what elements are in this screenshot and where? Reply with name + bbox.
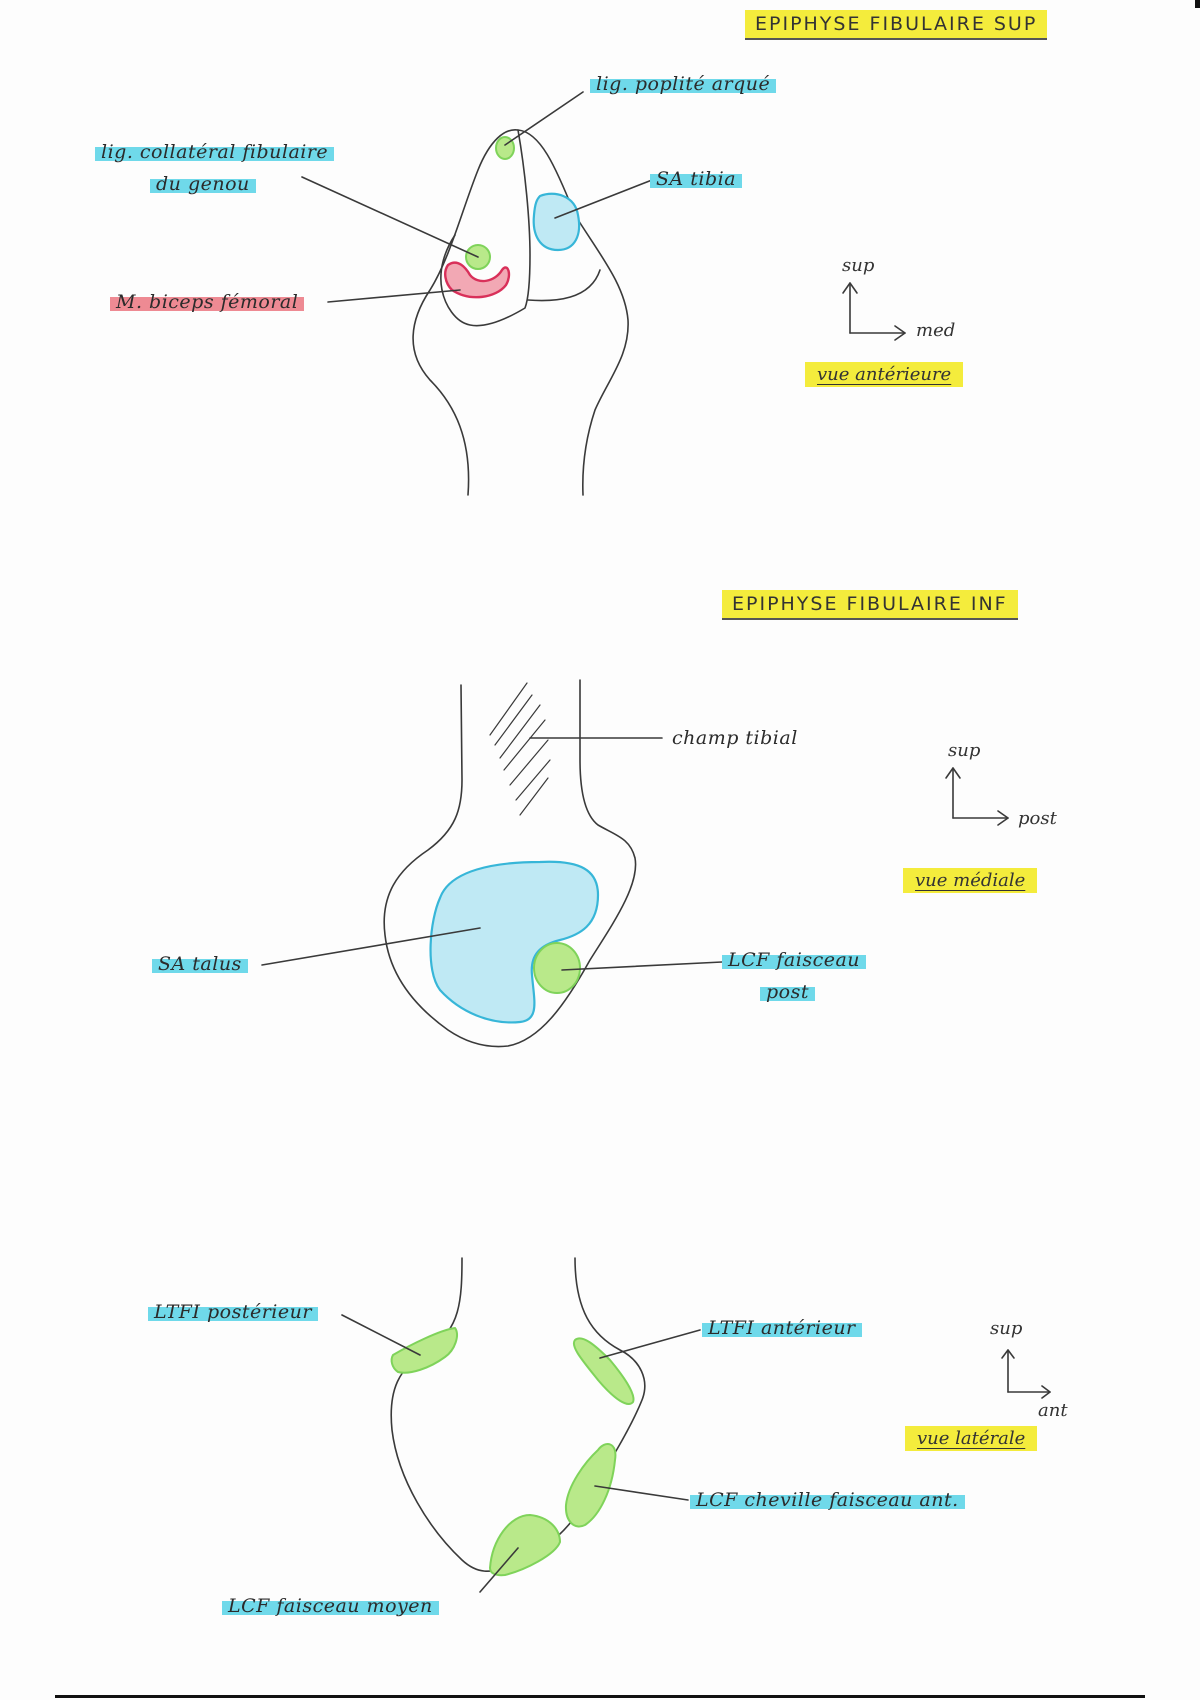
talar-articular-surface-marker [429,860,600,1024]
label-lcf-posterior-2: post [760,980,815,1004]
leader-talus-surface [261,927,481,966]
bone-outline-inferior-medial [383,679,637,1048]
label-biceps-femoris: M. biceps fémoral [110,290,305,314]
label-tibial-field: champ tibial [672,727,798,749]
ltfi-posterior-marker [390,1327,458,1374]
lcf-middle-bundle-marker [489,1514,561,1577]
axis-label-sup-1: sup [842,255,875,276]
axis-label-ant: ant [1038,1400,1068,1421]
head-lower-contour [440,234,456,291]
biceps-femoris-insertion-marker [444,261,511,299]
leader-fibular-collateral [301,176,479,258]
label-ltfi-anterior: LTFI antérieur [702,1316,862,1340]
leader-lcf-anterior [594,1485,689,1501]
articular-facet-divider [441,129,531,327]
axis-label-sup-2: sup [948,740,981,761]
page-bottom-edge [55,1695,1145,1698]
bone-outline-superior [412,129,629,496]
label-lcf-middle-bundle: LCF faisceau moyen [222,1594,439,1618]
label-lcf-posterior-1: LCF faisceau [722,948,867,972]
label-popliteal-arcuate: lig. poplité arqué [590,72,777,96]
label-ltfi-posterior: LTFI postérieur [148,1300,318,1324]
view-label-lateral: vue latérale [905,1426,1038,1451]
ltfi-anterior-marker [572,1337,635,1405]
leader-lcf-posterior [561,961,723,971]
tibial-articular-surface-marker [532,192,581,252]
axis-label-post: post [1018,808,1057,829]
orientation-arrows-sup-post [945,767,1009,826]
label-fibular-collateral-1: lig. collatéral fibulaire [95,140,335,164]
superior-epiphysis-drawing [412,129,629,496]
lcf-posterior-bundle-marker [533,942,581,994]
leader-popliteal-arcuate [504,91,584,146]
view-label-medial: vue médiale [903,868,1038,893]
orientation-arrows-sup-ant [1001,1349,1051,1399]
leader-tibia-surface [554,179,653,219]
label-talus-surface: SA talus [152,952,248,976]
facet-lower-contour [527,269,601,302]
label-fibular-collateral-2: du genou [150,172,256,196]
leader-biceps-femoris [327,289,461,303]
tibial-field-hatching [489,682,551,816]
leader-lcf-middle [479,1547,519,1593]
orientation-arrows-sup-med [842,282,906,341]
label-tibia-surface: SA tibia [650,167,743,191]
view-label-anterior: vue antérieure [805,362,964,387]
lcf-anterior-bundle-marker [564,1443,617,1528]
scan-corner-mark [1195,0,1200,8]
section-title-inf: EPIPHYSE FIBULAIRE INF [722,590,1018,620]
inferior-epiphysis-medial-drawing [383,679,637,1048]
axis-label-med: med [916,320,956,341]
leader-ltfi-anterior [599,1329,701,1359]
axis-label-sup-3: sup [990,1318,1023,1339]
leader-ltfi-posterior [341,1314,421,1356]
section-title-sup: EPIPHYSE FIBULAIRE SUP [745,10,1048,40]
label-lcf-anterior-bundle: LCF cheville faisceau ant. [690,1488,965,1512]
